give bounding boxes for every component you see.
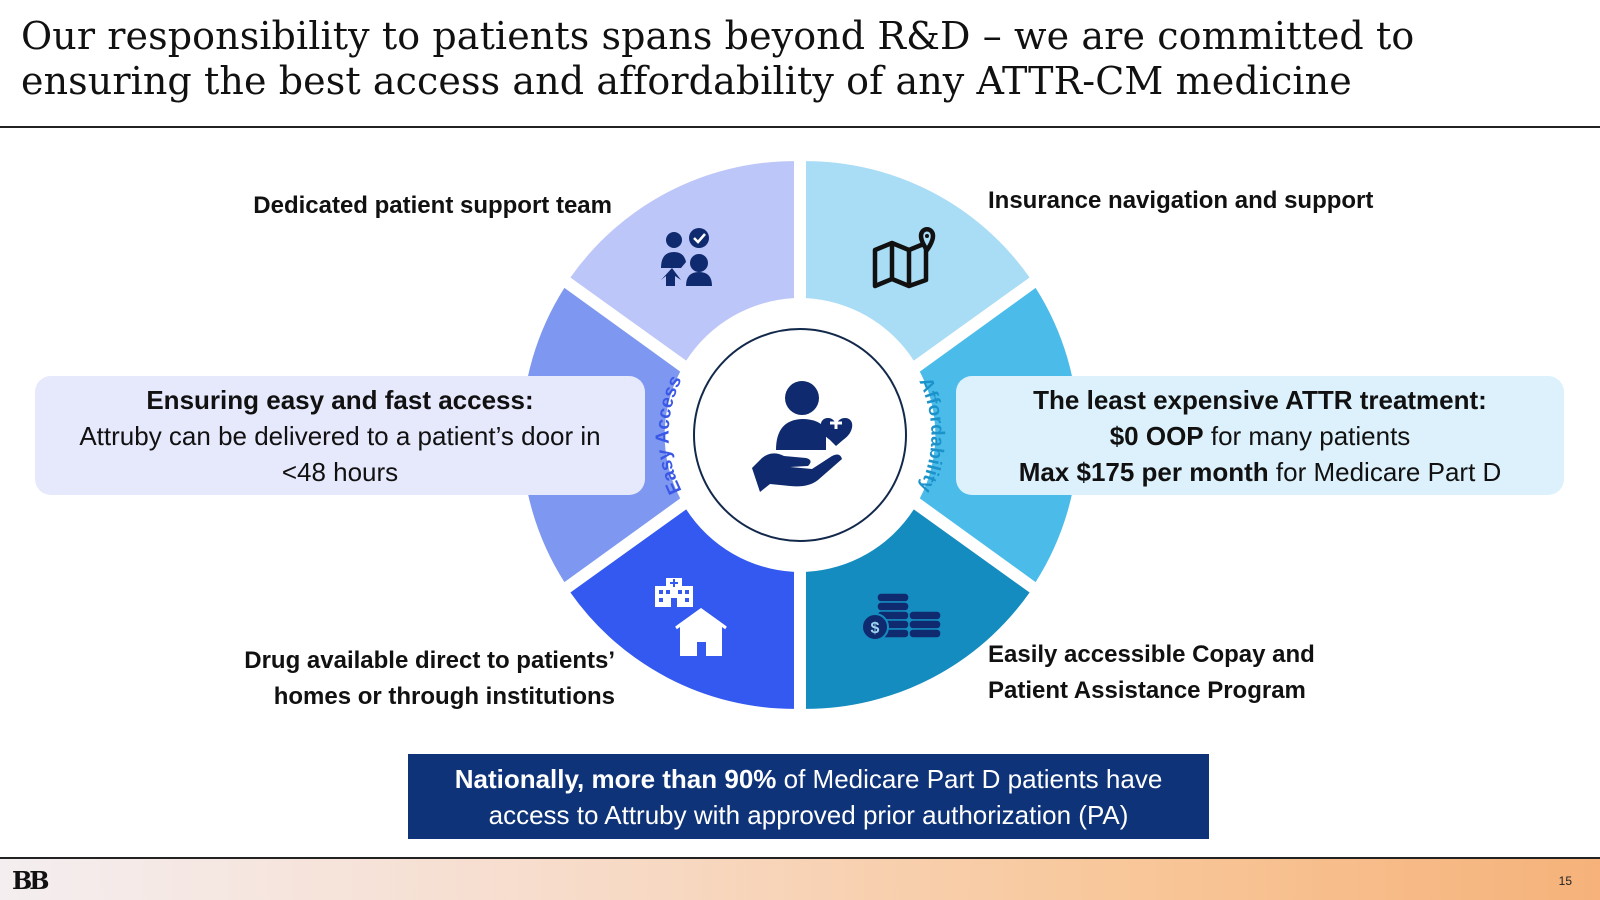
max-cost-highlight: Max $175 per month <box>1018 457 1269 487</box>
affordability-heading: The least expensive ATTR treatment: <box>1033 385 1487 415</box>
company-logo: BB <box>12 866 50 895</box>
medicare-access-line-1: Nationally, more than 90% of Medicare Pa… <box>408 761 1209 797</box>
title-divider <box>0 126 1600 128</box>
slide-title: Our responsibility to patients spans bey… <box>21 14 1561 104</box>
label-copay-program: Easily accessible Copay and Patient Assi… <box>988 637 1488 709</box>
medicare-access-line-2: access to Attruby with approved prior au… <box>488 800 1129 830</box>
oop-text: for many patients <box>1203 421 1411 451</box>
easy-access-callout: Ensuring easy and fast access: Attruby c… <box>35 376 645 495</box>
label-drug-availability: Drug available direct to patients’ homes… <box>160 643 615 715</box>
patient-support-team-icon <box>661 228 712 286</box>
easy-access-line-1: Attruby can be delivered to a patient’s … <box>79 421 601 451</box>
label-copay-program-line-1: Easily accessible Copay and <box>988 641 1315 668</box>
label-copay-program-line-2: Patient Assistance Program <box>988 677 1306 704</box>
label-drug-availability-line-2: homes or through institutions <box>273 683 615 710</box>
label-insurance-navigation: Insurance navigation and support <box>988 187 1374 214</box>
affordability-line-1: $0 OOP for many patients <box>956 418 1564 454</box>
label-drug-availability-line-1: Drug available direct to patients’ <box>244 647 615 674</box>
footer-band <box>0 859 1600 900</box>
svg-text:$: $ <box>871 620 880 637</box>
segment-bottom-left <box>570 509 794 709</box>
affordability-line-2: Max $175 per month for Medicare Part D <box>956 454 1564 490</box>
slide-title-line-2: ensuring the best access and affordabili… <box>21 59 1352 103</box>
oop-highlight: $0 OOP <box>1109 421 1204 451</box>
medicare-access-banner: Nationally, more than 90% of Medicare Pa… <box>408 754 1209 839</box>
medicare-access-text: of Medicare Part D patients have <box>776 764 1163 794</box>
coins-dollar-icon: $ <box>861 592 942 641</box>
segment-bottom-right <box>806 509 1030 709</box>
medicare-access-highlight: Nationally, more than 90% <box>454 764 777 794</box>
page-number: 15 <box>1558 874 1572 888</box>
easy-access-line-2: <48 hours <box>281 457 399 487</box>
max-cost-text: for Medicare Part D <box>1268 457 1502 487</box>
segment-top-right <box>806 161 1030 361</box>
slide-title-line-1: Our responsibility to patients spans bey… <box>21 14 1415 58</box>
affordability-callout: The least expensive ATTR treatment: $0 O… <box>956 376 1564 495</box>
footer-divider <box>0 857 1600 859</box>
map-location-icon <box>872 227 936 289</box>
easy-access-heading: Ensuring easy and fast access: <box>146 385 534 415</box>
hospital-home-icon <box>655 578 727 656</box>
label-patient-support: Dedicated patient support team <box>253 192 612 219</box>
patient-care-hand-heart-icon <box>752 381 853 492</box>
